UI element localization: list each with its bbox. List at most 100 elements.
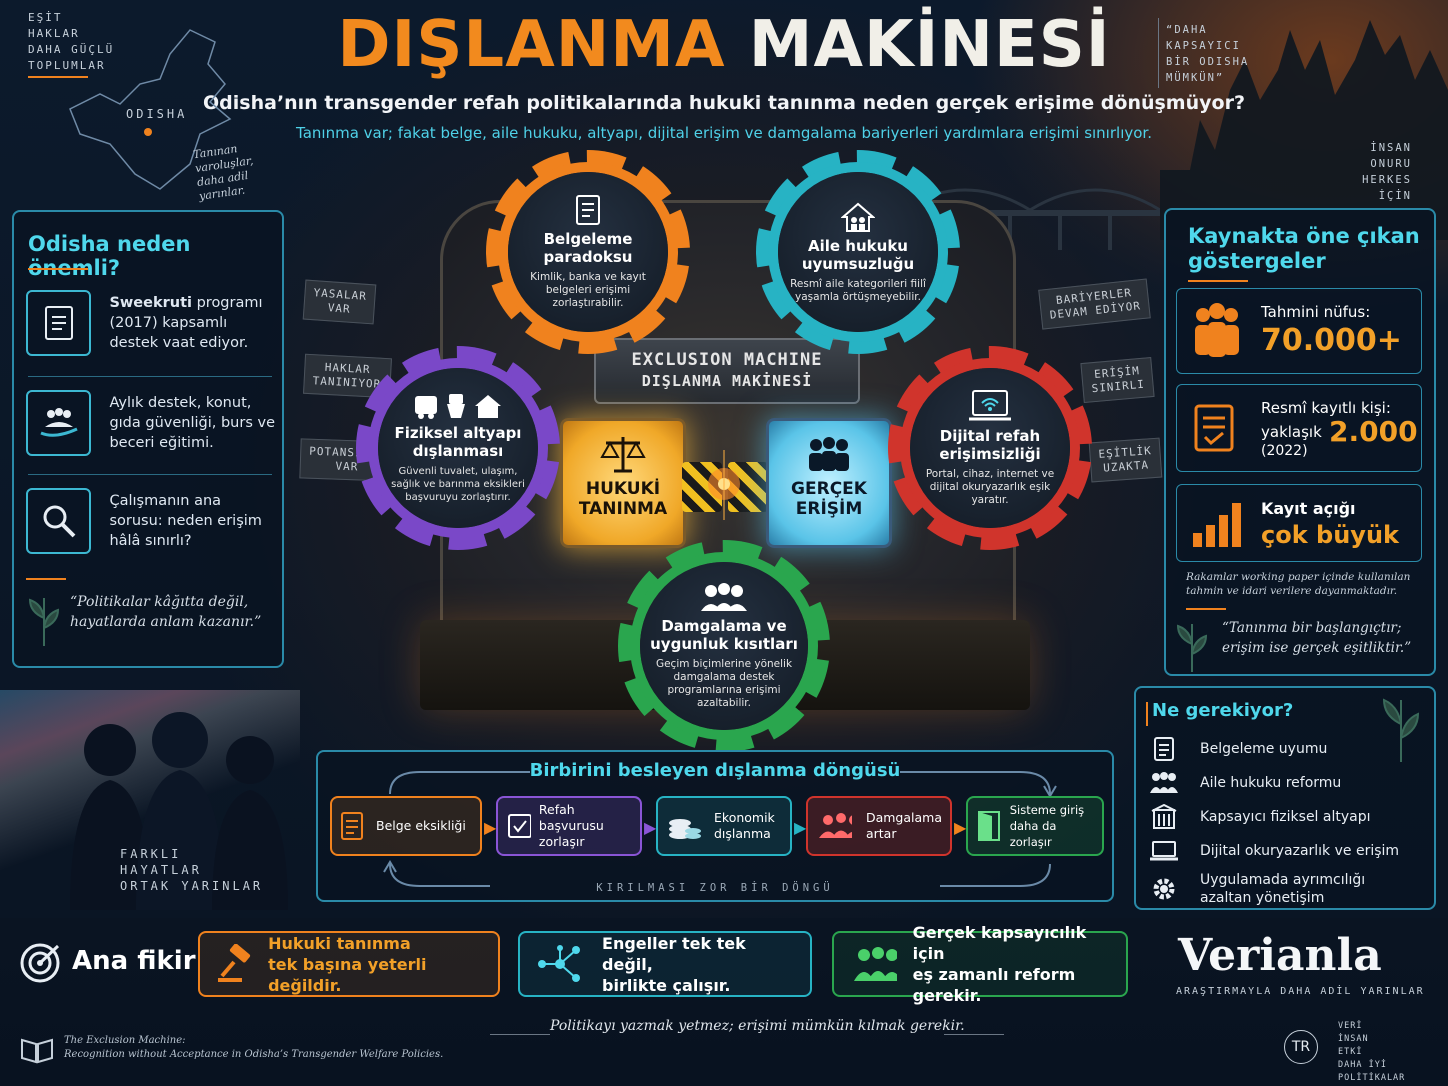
need-label: Aile hukuku reformu <box>1200 775 1342 791</box>
accent-line <box>1186 608 1226 610</box>
mini-slogan: VERİ İNSAN ETKİ DAHA İYİ POLİTİKALAR <box>1338 1020 1448 1085</box>
title-part-exclusion: DIŞLANMA <box>337 8 726 82</box>
arrow-right-icon: ▶ <box>954 818 967 837</box>
need-label: Kapsayıcı fiziksel altyapı <box>1200 809 1371 825</box>
temple-skyline <box>1160 20 1448 240</box>
gear-rim <box>768 162 948 342</box>
brand-logo: Verianla <box>1178 930 1382 981</box>
bar-chart-icon <box>1193 503 1241 547</box>
title-part-machine: MAKİNESİ <box>748 8 1111 82</box>
document-icon <box>576 195 600 225</box>
people-caption: FARKLI HAYATLAR ORTAK YARINLAR <box>120 846 263 894</box>
cycle-step-label: daha da zorlaşır <box>1009 819 1057 849</box>
plate-line-en: EXCLUSION MACHINE <box>631 350 823 370</box>
people-icon <box>809 437 849 471</box>
scales-icon <box>600 437 646 473</box>
corner-left-line: DAHA GÜÇLÜ <box>28 43 115 56</box>
leaf-icon <box>1382 698 1420 762</box>
gear-title: Dijital refah <box>939 427 1041 445</box>
divider <box>28 376 272 377</box>
registered-year: (2022) <box>1261 443 1308 459</box>
corner-slogan-left: EŞİT HAKLAR DAHA GÜÇLÜ TOPLUMLAR <box>28 10 114 74</box>
leaf-icon <box>1176 624 1208 672</box>
cycle-step-label: dışlanma <box>714 826 771 841</box>
gear-desc: Güvenli tuvalet, ulaşım, sağlık ve barın… <box>391 466 525 503</box>
language-badge[interactable]: TR <box>1284 1030 1318 1064</box>
community-hand-icon <box>26 390 92 456</box>
indicators-panel: Kaynakta öne çıkan göstergeler Tahmini n… <box>1164 208 1436 676</box>
magnifier-icon <box>26 488 92 554</box>
corner-left-line: HAKLAR <box>28 27 80 40</box>
sign-line: UZAKTA <box>1102 458 1150 475</box>
registered-value: 2.000 <box>1329 415 1418 448</box>
subtitle: Odisha’nın transgender refah politikalar… <box>203 92 1245 114</box>
corner-left-line: TOPLUMLAR <box>28 59 106 72</box>
card-line: Gerçek kapsayıcılık için <box>912 923 1087 963</box>
indicator-population: Tahmini nüfus: 70.000+ <box>1176 288 1422 374</box>
indicators-note: Rakamlar working paper içinde kullanılan… <box>1186 571 1411 597</box>
mini-slogan-line: DAHA İYİ POLİTİKALAR <box>1338 1060 1406 1083</box>
needs-title: Ne gerekiyor? <box>1152 700 1294 721</box>
odisha-map-outline <box>69 29 232 190</box>
why-item-bold: Sweekruti <box>109 295 192 311</box>
accent-line <box>28 268 88 270</box>
legal-line: TANINMA <box>578 499 668 519</box>
why-item: Çalışmanın ana sorusu: neden erişim hâlâ… <box>26 488 276 554</box>
cycle-loop-arrows <box>383 771 1057 887</box>
cycle-step-label: zorlaşır <box>538 834 585 849</box>
group-icon <box>701 582 747 611</box>
map-note: Tanınan varoluşlar, daha adil yarınlar. <box>192 140 258 204</box>
need-label: Dijital okuryazarlık ve erişim <box>1200 843 1400 859</box>
need-label: Uygulamada ayrımcılığı azaltan yönetişim <box>1200 872 1366 906</box>
cycle-step-missing-docs: Belge eksikliği <box>330 796 482 856</box>
plate-line-tr: DIŞLANMA MAKİNESİ <box>641 372 813 390</box>
why-item-text: Aylık destek, konut, gıda güvenliği, bur… <box>109 393 276 453</box>
why-item-body: Aylık destek, konut, gıda güvenliği, bur… <box>109 395 275 451</box>
gear-desc: Geçim biçimlerine yönelik damgalama dest… <box>655 657 793 709</box>
cycle-step-label: artar <box>865 826 897 841</box>
need-item: Kapsayıcı fiziksel altyapı <box>1142 800 1432 834</box>
checklist-icon <box>508 814 531 838</box>
indicators-title-line: Kaynakta öne çıkan <box>1188 224 1420 248</box>
indicators-title-line: göstergeler <box>1188 249 1326 273</box>
why-item-body: Çalışmanın ana sorusu: neden erişim hâlâ… <box>109 493 262 549</box>
corner-right-line: KAPSAYICI <box>1166 40 1241 52</box>
people-caption-line: HAYATLAR <box>120 863 202 877</box>
corner-right-line: MÜMKÜN” <box>1166 72 1225 84</box>
needs-list: Belgeleme uyumu Aile hukuku reformu Kaps… <box>1142 732 1432 910</box>
laptop-icon <box>1142 840 1186 862</box>
need-item: Belgeleme uyumu <box>1142 732 1432 766</box>
gear-title: Damgalama ve <box>661 616 787 635</box>
needs-panel: Ne gerekiyor? Belgeleme uyumu Aile hukuk… <box>1134 686 1436 910</box>
need-item: Dijital okuryazarlık ve erişim <box>1142 834 1432 868</box>
document-icon <box>26 290 92 356</box>
gear-title: dışlanması <box>412 442 504 460</box>
arrow-right-icon: ▶ <box>644 818 657 837</box>
arrow-right-icon: ▶ <box>484 818 497 837</box>
gear-title: paradoksu <box>543 248 633 266</box>
cycle-step-label: Refah başvurusu <box>538 802 604 833</box>
gear-rim <box>630 552 818 740</box>
divider <box>1158 18 1159 88</box>
divider <box>944 1034 1004 1035</box>
population-label: Tahmini nüfus: <box>1261 303 1371 321</box>
divider <box>28 474 272 475</box>
gear-rim <box>498 162 678 342</box>
brand-tagline: ARAŞTIRMAYLA DAHA ADİL YARINLAR <box>1176 986 1425 997</box>
leaf-icon <box>28 598 60 646</box>
cycle-step-label: Damgalama <box>865 810 942 825</box>
need-label: Belgeleme uyumu <box>1200 741 1328 757</box>
card-line: birlikte çalışır. <box>602 975 731 995</box>
people-caption-line: FARKLI <box>120 847 182 861</box>
